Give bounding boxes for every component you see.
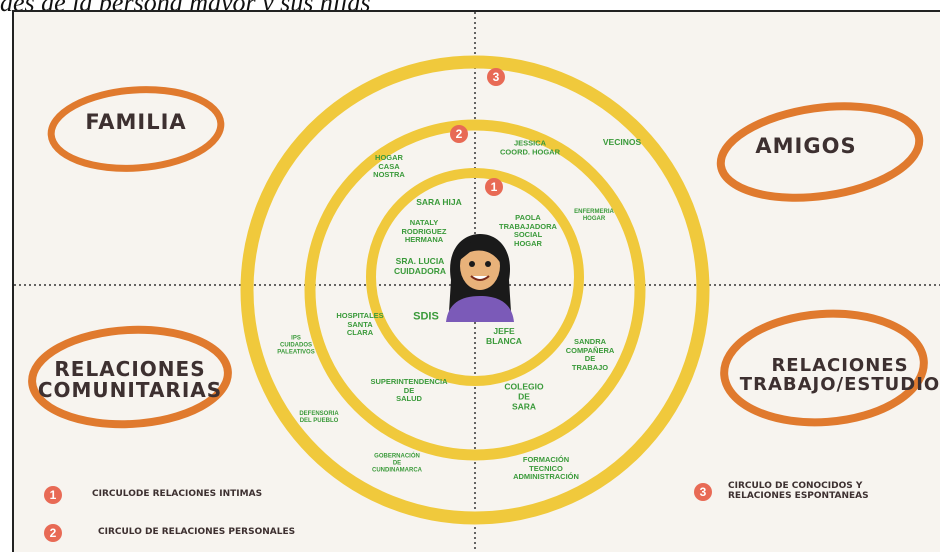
legend-text-3: CIRCULO DE CONOCIDOS Y RELACIONES ESPONT… bbox=[728, 481, 869, 501]
category-amigos: AMIGOS bbox=[755, 133, 857, 158]
ecomap-graphic bbox=[14, 12, 940, 552]
person-avatar bbox=[446, 234, 514, 322]
member-colegio-sara: COLEGIO DE SARA bbox=[504, 381, 544, 411]
legend-item-2: 2 CIRCULO DE RELACIONES PERSONALES bbox=[44, 524, 295, 542]
member-vecinos: VECINOS bbox=[602, 137, 642, 148]
member-hogar-casa-nostra: HOGAR CASA NOSTRA bbox=[373, 153, 405, 180]
member-sra-lucia: SRA. LUCIA CUIDADORA bbox=[394, 256, 446, 276]
legend-item-3: 3 CIRCULO DE CONOCIDOS Y RELACIONES ESPO… bbox=[694, 481, 869, 502]
member-sandra: SANDRA COMPAÑERA DE TRABAJO bbox=[565, 336, 615, 372]
member-hospitales: HOSPITALES SANTA CLARA bbox=[336, 311, 384, 338]
ring-1-badge: 1 bbox=[485, 178, 503, 196]
member-nataly-rodriguez: NATALY RODRIGUEZ HERMANA bbox=[401, 218, 447, 245]
member-jessica: JESSICA COORD. HOGAR bbox=[500, 138, 560, 156]
member-sara-hija: SARA HIJA bbox=[416, 197, 462, 208]
ring-2-badge: 2 bbox=[450, 125, 468, 143]
member-enfermeria: ENFERMERIA HOGAR bbox=[574, 209, 614, 222]
member-gobernacion: GOBERNACIÓN DE CUNDINAMARCA bbox=[372, 453, 422, 474]
ring-1-inner bbox=[366, 168, 584, 386]
legend-text-1: CIRCULODE RELACIONES INTIMAS bbox=[92, 489, 263, 500]
legend-text-2: CIRCULO DE RELACIONES PERSONALES bbox=[98, 527, 296, 538]
oval-trabajo bbox=[720, 309, 928, 427]
relationship-map-board: 3 2 1 FAMILIA AMIGOS RELACIONES COMUNITA… bbox=[12, 10, 940, 552]
member-formacion: FORMACIÓN TECNICO ADMINISTRACIÓN bbox=[513, 455, 579, 482]
legend-badge-3: 3 bbox=[694, 482, 712, 501]
ring-3-badge: 3 bbox=[487, 68, 505, 86]
ring-2-middle bbox=[304, 119, 646, 461]
member-paola: PAOLA TRABAJADORA SOCIAL HOGAR bbox=[499, 212, 557, 248]
category-familia: FAMILIA bbox=[85, 109, 187, 134]
member-ips: IPS CUIDADOS PALEATIVOS bbox=[277, 335, 315, 356]
legend-badge-1: 1 bbox=[44, 486, 62, 504]
ring-3-outer bbox=[240, 55, 710, 525]
legend-badge-2: 2 bbox=[44, 524, 62, 542]
member-sdis: SDIS bbox=[413, 310, 439, 323]
oval-familia bbox=[47, 86, 225, 172]
category-relaciones-trabajo-estudio: RELACIONES TRABAJO/ESTUDIO bbox=[739, 355, 940, 395]
oval-amigos bbox=[716, 102, 924, 202]
category-relaciones-comunitarias: RELACIONES COMUNITARIAS bbox=[37, 357, 223, 402]
oval-comunitarias bbox=[28, 325, 232, 429]
member-superintendencia: SUPERINTENDENCIA DE SALUD bbox=[370, 377, 448, 404]
member-defensoria: DEFENSORIA DEL PUEBLO bbox=[299, 411, 339, 424]
member-jefe-blanca: JEFE BLANCA bbox=[486, 326, 522, 346]
legend-item-1: 1 CIRCULODE RELACIONES INTIMAS bbox=[44, 486, 262, 504]
